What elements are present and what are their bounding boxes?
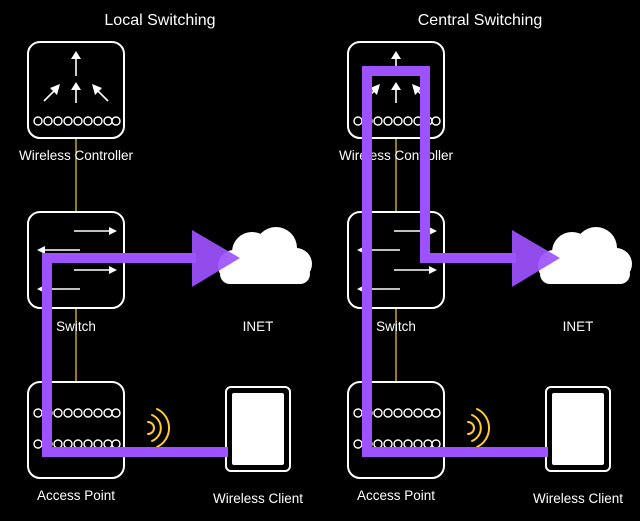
wireless-client — [545, 386, 611, 472]
controller-label: Wireless Controller — [339, 148, 454, 163]
switch-label: Switch — [56, 319, 96, 334]
wireless-client — [225, 386, 291, 472]
panel-title-central: Central Switching — [418, 12, 543, 29]
panel-local-switching: Local Switching — [19, 12, 312, 506]
traffic-path-local — [42, 253, 228, 457]
traffic-path-central — [362, 66, 548, 457]
switch-label: Switch — [376, 319, 416, 334]
panel-central-switching: Central Switching — [339, 12, 632, 506]
bidirectional-arrows-icon — [37, 227, 117, 293]
traffic-arrow-central — [512, 230, 560, 287]
panel-title-local: Local Switching — [104, 12, 215, 29]
internet-label: INET — [243, 319, 274, 334]
tablet-icon — [230, 391, 286, 467]
traffic-arrow-local — [192, 230, 240, 287]
client-label: Wireless Client — [213, 491, 303, 506]
access-point-label: Access Point — [357, 488, 435, 503]
controller-label: Wireless Controller — [19, 148, 134, 163]
wifi-signal-icon — [467, 408, 490, 448]
upward-arrows-icon — [43, 51, 109, 103]
internet-label: INET — [563, 319, 594, 334]
wireless-controller — [27, 41, 125, 139]
access-point-label: Access Point — [37, 488, 115, 503]
tablet-icon — [550, 391, 606, 467]
wifi-signal-icon — [147, 408, 170, 448]
client-label: Wireless Client — [533, 491, 623, 506]
controller-ports — [33, 116, 121, 126]
